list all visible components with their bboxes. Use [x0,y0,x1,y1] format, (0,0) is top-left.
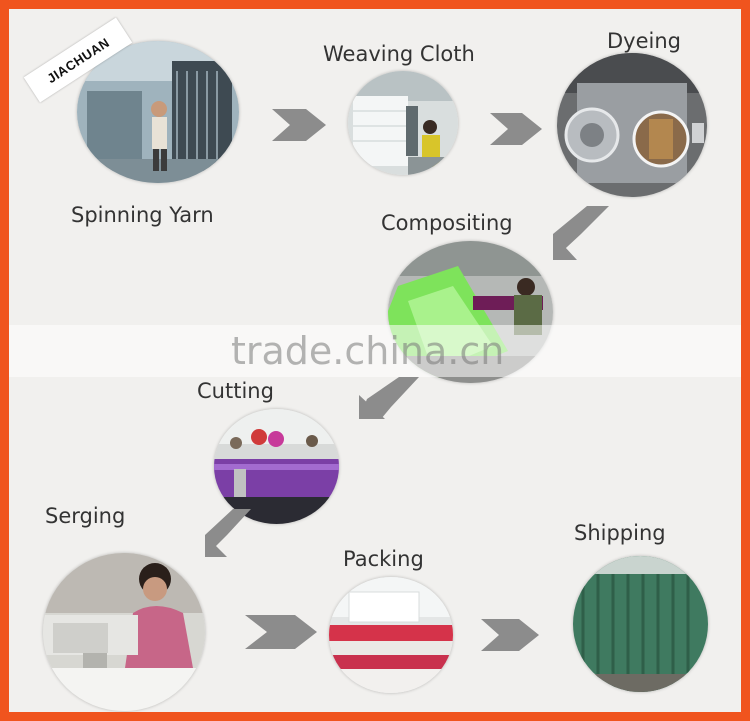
arrow-right-icon [481,619,539,651]
step-label-dyeing: Dyeing [607,29,681,53]
step-label-serging: Serging [45,504,126,528]
arrow-right-icon [490,113,542,145]
step-label-spinning-yarn: Spinning Yarn [71,203,214,227]
watermark-band [9,325,741,377]
dyeing-photo [557,53,707,197]
weaving-cloth-photo [348,71,458,175]
cutting-photo [214,409,339,524]
step-label-cutting: Cutting [197,379,274,403]
step-label-compositing: Compositing [381,211,513,235]
arrow-down-left-icon [359,377,419,419]
arrow-right-icon [272,109,326,141]
packing-photo [329,577,453,693]
step-label-packing: Packing [343,547,424,571]
arrow-right-icon [245,615,317,649]
step-label-weaving-cloth: Weaving Cloth [323,42,475,66]
step-label-shipping: Shipping [574,521,666,545]
arrow-down-left-icon [553,206,609,260]
watermark-text: trade.china.cn [231,329,505,373]
shipping-photo [573,556,708,692]
serging-photo [43,553,205,711]
arrow-down-left-icon [205,509,251,557]
